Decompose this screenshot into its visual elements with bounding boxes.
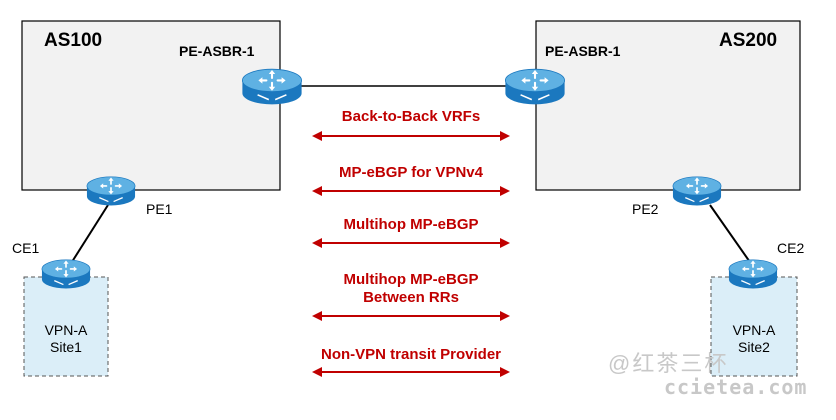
as100-asbr-label: PE-ASBR-1	[179, 43, 255, 59]
as200-asbr-label: PE-ASBR-1	[545, 43, 621, 59]
site2-label-line-1: VPN-A	[732, 322, 776, 338]
as100-asbr-router-icon	[241, 68, 303, 106]
pe1-label: PE1	[146, 201, 173, 217]
ce2-router-icon	[728, 258, 778, 290]
as200-title: AS200	[719, 30, 778, 51]
as200-box	[535, 20, 801, 191]
option-label-2: MP-eBGP for VPNv4	[339, 164, 483, 181]
pe2-label: PE2	[632, 201, 659, 217]
site2-label: VPN-A Site2	[711, 322, 797, 356]
ce1-label: CE1	[12, 240, 40, 256]
ce2-label: CE2	[777, 240, 805, 256]
option-label-5: Non-VPN transit Provider	[320, 346, 502, 363]
option-label-4: Multihop MP-eBGP Between RRs	[311, 271, 511, 307]
option-label-3: Multihop MP-eBGP	[343, 216, 479, 233]
site1-label-line-1: VPN-A	[44, 322, 88, 338]
pe2-ce2-link	[709, 204, 753, 266]
ce1-router-icon	[41, 258, 91, 290]
option-label-1: Back-to-Back VRFs	[341, 108, 481, 125]
option-label-4-line-2: Between RRs	[363, 289, 459, 306]
pe1-ce1-link	[69, 204, 109, 266]
pe1-router-icon	[86, 175, 136, 207]
as200-asbr-router-icon	[504, 68, 566, 106]
pe2-router-icon	[672, 175, 722, 207]
site2-label-line-2: Site2	[738, 339, 770, 355]
as100-title: AS100	[44, 30, 103, 51]
site1-label: VPN-A Site1	[24, 322, 108, 356]
option-label-4-line-1: Multihop MP-eBGP	[343, 271, 479, 288]
site1-label-line-2: Site1	[50, 339, 82, 355]
watermark-handle: @红茶三杯	[608, 351, 729, 376]
as100-box	[21, 20, 281, 191]
watermark-site: ccietea.com	[664, 375, 808, 399]
site2-box	[710, 276, 798, 377]
